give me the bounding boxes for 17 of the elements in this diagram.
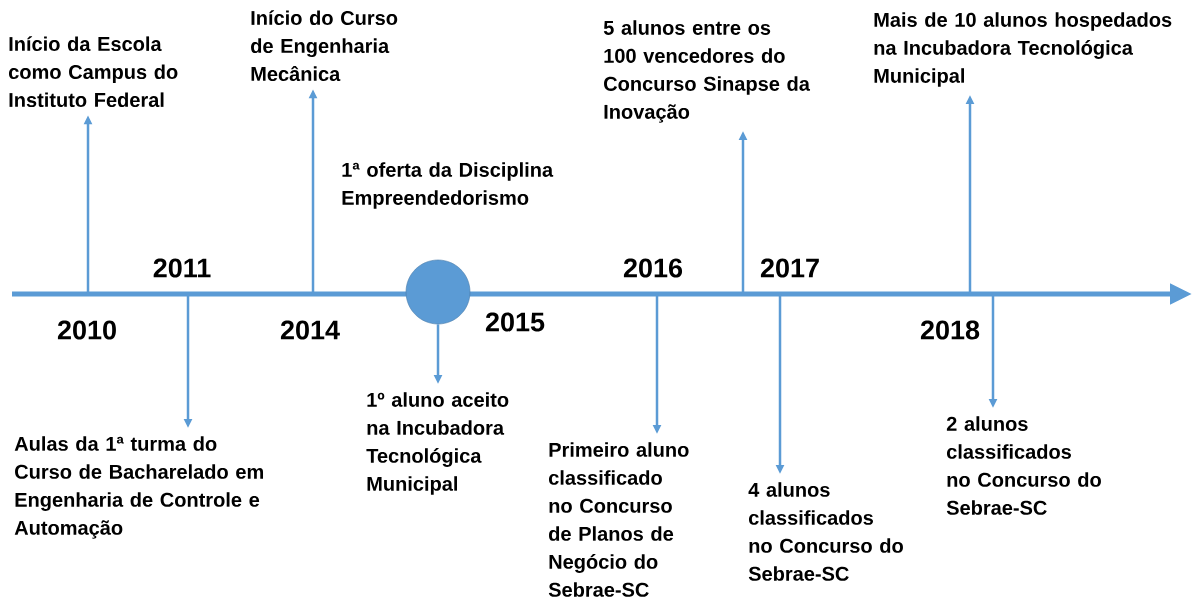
event-text: Início da Escola como Campus do Instituto Federal: [9, 36, 178, 108]
event-text: Mais de 10 alunos hospedados na Incubadora Tecnológica Municipal: [874, 12, 1172, 87]
event-text: 1ª oferta da Disciplina Empreendedorismo: [342, 162, 554, 209]
event-text: 4 alunos classificados no Concurso do Sebrae-SC: [748, 482, 903, 581]
event-text: 1º aluno aceito na Incubadora Tecnológica Municipal: [366, 392, 509, 495]
year-label: 2011: [153, 258, 211, 278]
year-label: 2014: [280, 320, 340, 340]
event-text: 2 alunos classificados no Concurso do Sebrae-SC: [946, 416, 1101, 515]
year-label: 2015: [485, 312, 545, 332]
event-text: Primeiro aluno classificado no Concurso de Planos de Negócio do Sebrae-SC: [548, 442, 689, 597]
year-label: 2018: [920, 320, 980, 340]
year-label: 2017: [760, 258, 819, 278]
year-label: 2010: [57, 320, 116, 340]
event-text: 5 alunos entre os 100 vencedores do Concurso Sinapse da Inovação: [603, 20, 811, 123]
year-label: 2016: [623, 258, 683, 278]
event-text: Aulas da 1ª turma do Curso de Bacharelado em Engenharia de Controle e Automação: [14, 436, 263, 539]
event-text: Início do Curso de Engenharia Mecânica: [251, 10, 398, 82]
